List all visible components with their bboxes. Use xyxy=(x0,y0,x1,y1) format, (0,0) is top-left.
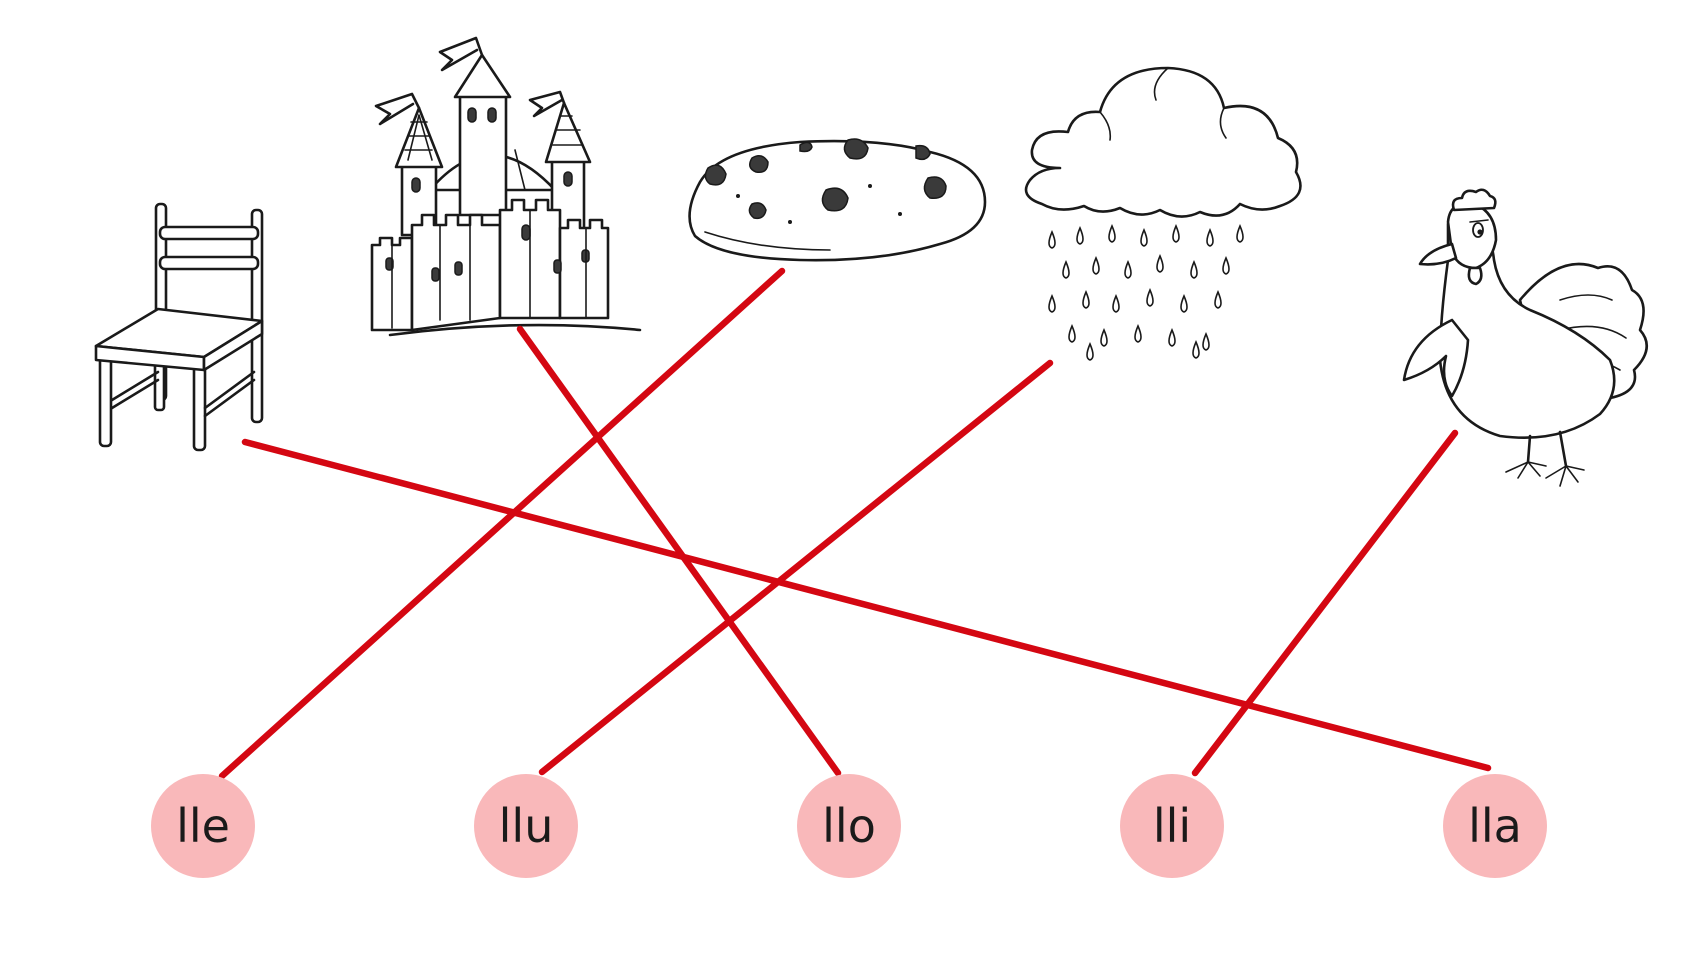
rain-cloud-icon xyxy=(1024,66,1302,361)
syllable-label: lli xyxy=(1153,799,1191,853)
match-line-cookie-lle xyxy=(218,267,786,780)
syllable-llu[interactable]: llu xyxy=(474,774,578,878)
match-line-chair-lla xyxy=(241,438,1492,772)
chicken-icon xyxy=(1402,188,1648,487)
syllable-label: lle xyxy=(176,799,230,853)
chair-icon xyxy=(94,202,264,452)
syllable-lla[interactable]: lla xyxy=(1443,774,1547,878)
syllable-label: llu xyxy=(499,799,554,853)
syllable-label: llo xyxy=(822,799,876,853)
syllable-lli[interactable]: lli xyxy=(1120,774,1224,878)
syllable-lle[interactable]: lle xyxy=(151,774,255,878)
castle-icon xyxy=(370,36,642,337)
match-lines xyxy=(218,267,1492,780)
syllable-row: lle llu llo lli lla xyxy=(151,774,1547,878)
match-line-chicken-lli xyxy=(1191,429,1459,777)
syllable-label: lla xyxy=(1468,799,1522,853)
syllable-llo[interactable]: llo xyxy=(797,774,901,878)
cookie-icon xyxy=(688,138,987,262)
match-line-rain-cloud-llu xyxy=(538,359,1054,776)
match-line-castle-llo xyxy=(516,325,842,777)
